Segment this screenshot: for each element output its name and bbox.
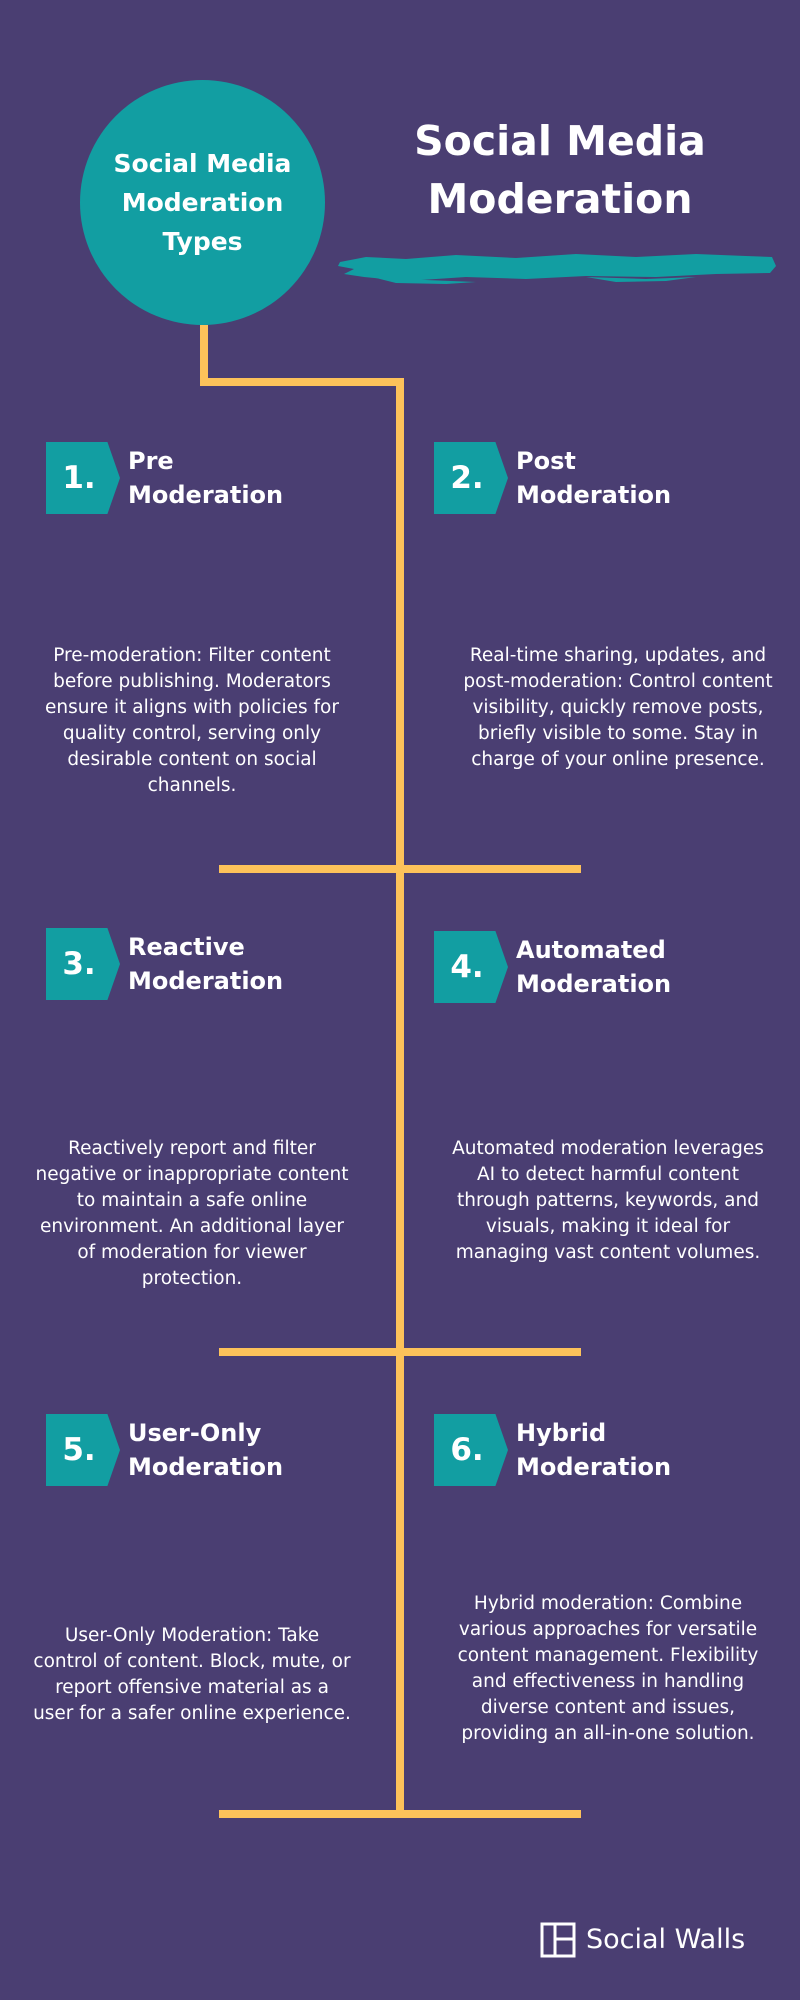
type-1-badge: 1. [46, 442, 120, 514]
type-5-description: User-Only Moderation: Take control of co… [33, 1625, 351, 1724]
type-2-description: Real-time sharing, updates, and post-mod… [463, 645, 773, 770]
type-6-badge: 6. [434, 1414, 508, 1486]
type-2-badge: 2. [434, 442, 508, 514]
type-4-title: Automated Moderation [516, 936, 672, 998]
brush-stroke-decoration [338, 254, 776, 284]
type-6-heading: 6. Hybrid Moderation [434, 1414, 734, 1486]
type-2-title: Post Moderation [516, 447, 672, 509]
type-1-title: Pre Moderation [128, 447, 284, 509]
type-3-title: Reactive Moderation [128, 933, 284, 995]
hub-circle: Social Media Moderation Types [80, 80, 325, 325]
type-4-heading: 4. Automated Moderation [434, 931, 734, 1003]
hub-connector [200, 325, 404, 1815]
type-5-heading: 5. User-Only Moderation [46, 1414, 346, 1486]
type-6-title: Hybrid Moderation [516, 1419, 672, 1481]
brand-name: Social Walls [586, 1924, 746, 1955]
type-4-description: Automated moderation leverages AI to det… [452, 1138, 764, 1263]
type-2-heading: 2. Post Moderation [434, 442, 734, 514]
type-6-description: Hybrid moderation: Combine various appro… [457, 1593, 759, 1744]
type-1-description: Pre-moderation: Filter content before pu… [45, 645, 339, 796]
type-3-description: Reactively report and filter negative or… [35, 1138, 349, 1289]
page-title: Social Media Moderation [414, 117, 706, 223]
type-5-title: User-Only Moderation [128, 1419, 284, 1481]
type-3-badge: 3. [46, 928, 120, 1000]
type-4-badge: 4. [434, 931, 508, 1003]
type-1-heading: 1. Pre Moderation [46, 442, 346, 514]
social-walls-logo-icon [540, 1922, 576, 1958]
hub-label: Social Media Moderation Types [113, 149, 292, 256]
brand-logo: Social Walls [540, 1918, 745, 1962]
type-3-heading: 3. Reactive Moderation [46, 928, 346, 1000]
type-5-badge: 5. [46, 1414, 120, 1486]
